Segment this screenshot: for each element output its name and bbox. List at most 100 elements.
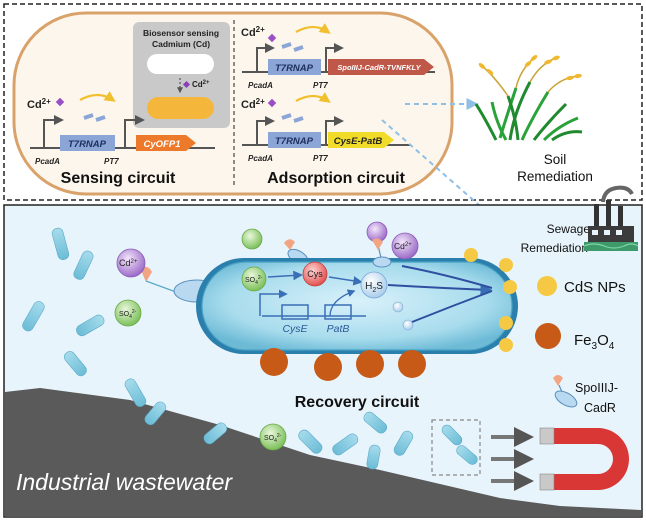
adsorption2-cd-label: Cd2+: [241, 97, 265, 111]
sensing-pcada-label: PcadA: [35, 157, 60, 166]
sensing-cyofp-label: CyOFP1: [144, 139, 181, 150]
adsorption1-cd-diamond: [267, 33, 277, 43]
adsorption2-cd-diamond: [267, 98, 277, 108]
legend-cds-marker: [537, 276, 557, 296]
sewage-label-line1: Sewage: [547, 222, 591, 236]
adsorption1-cd-label: Cd2+: [241, 25, 265, 39]
so4-inner-label: SO42-: [245, 275, 263, 286]
svg-text:Cd2+: Cd2+: [394, 241, 412, 251]
industrial-wastewater-title: Industrial wastewater: [16, 469, 233, 495]
adsorption1-cadr-gene: [328, 59, 434, 75]
legend-spoiiij-line2: CadR: [584, 401, 616, 415]
magnet-icon: [539, 427, 629, 491]
legend-fe3o4-marker: [535, 323, 561, 349]
cds-np-2: [499, 258, 513, 272]
sensing-dash1: [83, 113, 94, 120]
cys-ball: [302, 261, 328, 287]
cds-np-4: [499, 316, 513, 330]
adsorption2-promoter-t7: [325, 116, 344, 145]
biosensor-title-line2: Cadmium (Cd): [152, 39, 210, 49]
adsorption1-curved-arrow: [295, 23, 331, 34]
captured-bacteria-box: [431, 419, 481, 476]
sensing-t7-box: [60, 135, 115, 151]
cyse-label: CysE: [282, 323, 308, 335]
soil-label-line2: Remediation: [517, 169, 593, 184]
adsorption2-pcada-label: PcadA: [248, 154, 273, 163]
legend-fe3o4-label: Fe3O4: [574, 332, 615, 352]
adsorption1-cadr-label: SpoIIIJ-CadR-TVNFKLY: [337, 63, 421, 72]
so4-ion-small: [241, 228, 263, 250]
biosensor-fluorescent-cell: [147, 97, 214, 119]
sensing-cd-label: Cd2+: [27, 97, 51, 111]
legend-spoiiij-line1: SpoIIIJ-: [575, 381, 618, 395]
adsorption1-dash2: [293, 45, 304, 52]
bacteria-cluster: [22, 227, 478, 470]
cys-label: Cys: [307, 269, 323, 279]
adsorption2-t7-box: [268, 132, 321, 148]
sensing-construct: Cd2+ T7RNAP CyOFP1 PcadA PT7: [27, 91, 215, 166]
adsorption-construct-2: Cd2+ T7RNAP CysE-PatB PcadA PT7: [241, 92, 410, 163]
sensing-dash2: [95, 115, 106, 122]
svg-text:Cd2+: Cd2+: [119, 258, 138, 268]
adsorption2-pt7-label: PT7: [313, 154, 328, 163]
so4-ion-1: SO42-: [114, 299, 142, 327]
recovery-circuit-title: Recovery circuit: [295, 394, 420, 411]
cd-ion-top: Cd2+: [391, 232, 419, 260]
adsorption1-dash1: [281, 42, 292, 49]
recovery-cell: SO42- Cys H2S CysE PatB: [196, 258, 518, 354]
patb-box: [324, 304, 352, 320]
adsorption2-t7-label: T7RNAP: [275, 136, 314, 147]
adsorption2-cyse-label: CysE-PatB: [334, 136, 383, 147]
fe3o4-particle-2: [314, 353, 342, 381]
svg-text:SO42-: SO42-: [264, 433, 282, 444]
sensing-t7-label: T7RNAP: [68, 139, 107, 150]
adsorption1-pcada-label: PcadA: [248, 81, 273, 90]
cds-np-5: [499, 338, 513, 352]
svg-text:SO42-: SO42-: [119, 309, 137, 320]
legend-spoiiij-marker: [553, 375, 578, 408]
soil-label-line1: Soil: [544, 152, 567, 167]
adsorption-construct-1: Cd2+ T7RNAP SpoIIIJ-CadR-TVNFKLY PcadA P…: [241, 23, 435, 90]
adsorption-circuit-title: Adsorption circuit: [267, 170, 405, 187]
adsorption1-t7-box: [268, 59, 321, 75]
sensing-curved-arrow: [79, 91, 116, 102]
cell-capsule: [12, 11, 454, 196]
sensing-promoter-cada: [43, 115, 64, 148]
adsorption2-promoter-cada: [256, 116, 275, 145]
so4-ion-2: SO42-: [259, 423, 287, 451]
h2s-label: H2S: [365, 281, 383, 294]
sensing-cyofp-gene: [136, 135, 196, 151]
sensing-pt7-label: PT7: [104, 157, 119, 166]
adsorption1-pt7-label: PT7: [313, 81, 328, 90]
cyse-box: [281, 304, 309, 320]
biosensor-cd-diamond: [182, 80, 191, 89]
patb-label: PatB: [327, 323, 350, 335]
biosensor-cd-label: Cd2+: [192, 80, 210, 89]
sewage-label-line2: Remediation: [521, 241, 588, 255]
h2s-ball: [360, 271, 388, 299]
ground-sediment: [5, 388, 641, 516]
recovery-promoter: [259, 289, 288, 316]
biosensor-title-line1: Biosensor sensing: [143, 28, 219, 38]
legend-cds-label: CdS NPs: [564, 279, 626, 296]
biosensor-blank-cell: [147, 54, 214, 74]
surface-protein-top: [366, 221, 392, 268]
adsorption1-t7-label: T7RNAP: [275, 63, 314, 74]
sensing-cd-diamond: [55, 97, 65, 107]
fe3o4-particle-4: [398, 350, 426, 378]
adsorption1-promoter-t7: [325, 43, 344, 72]
adsorption2-curved-arrow: [295, 92, 331, 103]
cds-np-1: [464, 248, 478, 262]
sensing-circuit-title: Sensing circuit: [61, 170, 176, 187]
adsorption2-dash2: [293, 116, 304, 123]
fe3o4-particle-1: [260, 348, 288, 376]
cds-np-3: [503, 280, 517, 294]
plant-icon: [474, 55, 583, 142]
adsorption2-cyse-gene: [328, 132, 394, 148]
factory-icon: [583, 185, 639, 251]
sensing-promoter-t7: [124, 115, 145, 148]
fe3o4-particle-3: [356, 350, 384, 378]
adsorption2-dash1: [281, 113, 292, 120]
